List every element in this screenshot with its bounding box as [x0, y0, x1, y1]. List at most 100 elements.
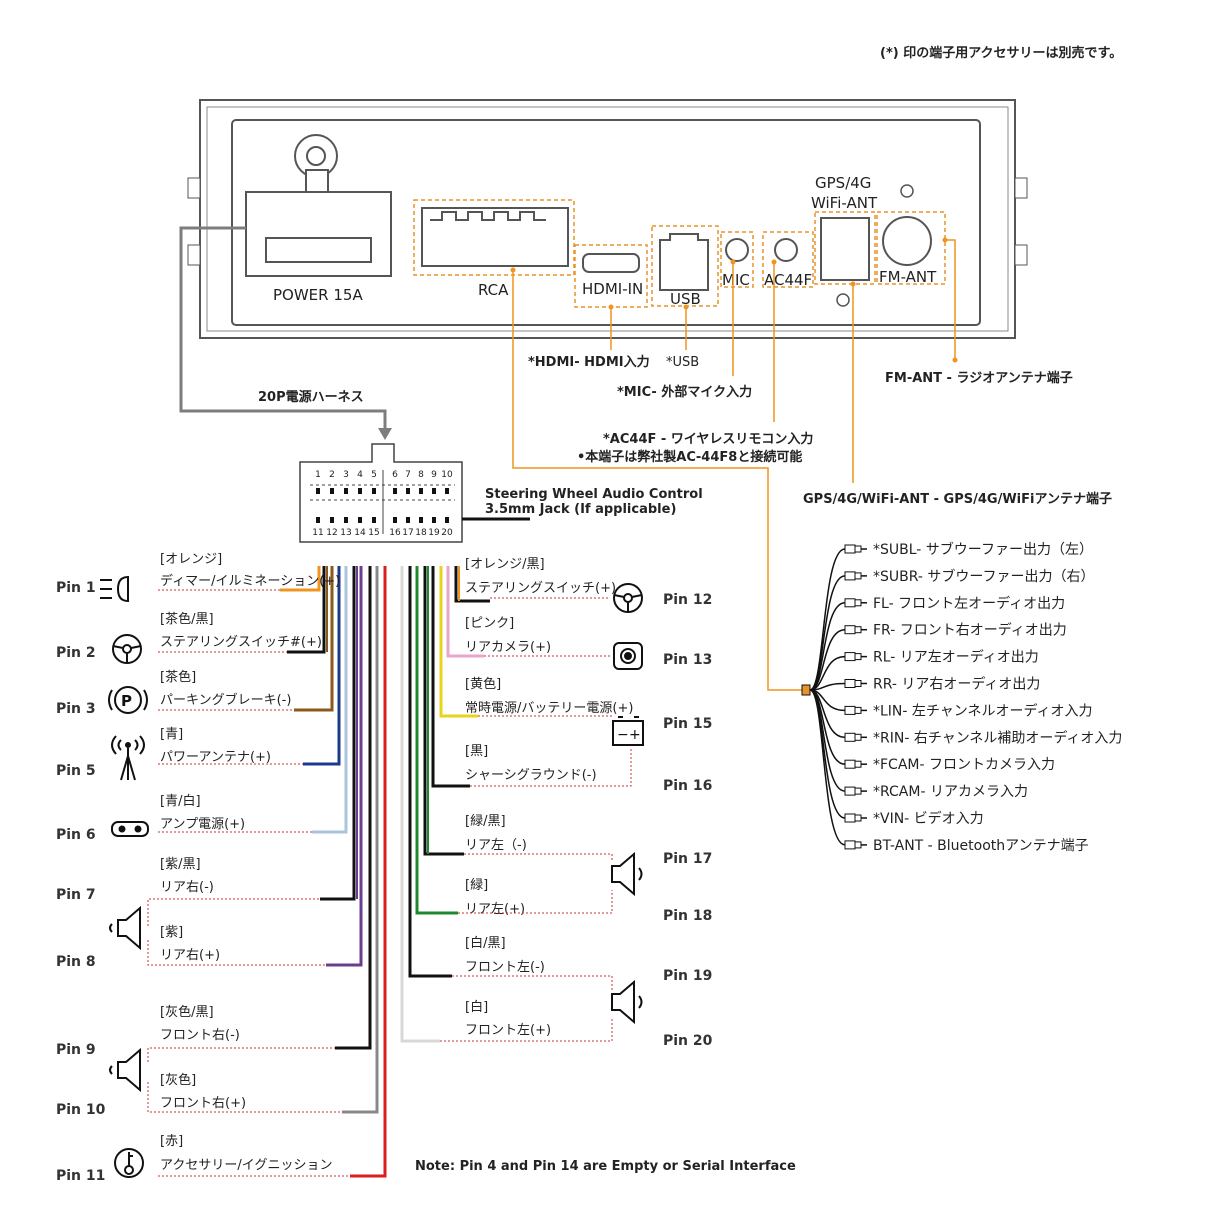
connector-pin-cavity	[432, 488, 436, 494]
connector-pin-cavity	[344, 488, 348, 494]
steering-wheel-icon	[613, 583, 643, 613]
pin-8-label: Pin 8	[56, 954, 96, 970]
connector-pin-number: 9	[431, 470, 437, 480]
pin-15-label: Pin 15	[663, 716, 712, 732]
connector-pin-cavity	[419, 488, 423, 494]
front-right-speaker-icon	[109, 1047, 141, 1093]
svg-text:P: P	[121, 692, 132, 710]
rca-port-box	[413, 199, 575, 276]
rca-breakout: *SUBL- サブウーファー出力（左）*SUBR- サブウーファー出力（右）FL…	[801, 541, 1122, 854]
pin-5-label: Pin 5	[56, 763, 96, 779]
ac44f-port-box	[762, 231, 814, 288]
pin-7-function: リア右(-)	[160, 880, 214, 895]
rca-plug-icon	[844, 598, 867, 608]
fm-callout: FM-ANT - ラジオアンテナ端子	[885, 370, 1073, 386]
pin-18-label: Pin 18	[663, 908, 712, 924]
pin-10-function: フロント右(+)	[160, 1096, 246, 1111]
connector-pin-cavity	[406, 488, 410, 494]
rca-output-label: *FCAM- フロントカメラ入力	[873, 757, 1055, 773]
pin-15-color: [黄色]	[465, 676, 501, 692]
rca-output-label: *RCAM- リアカメラ入力	[873, 784, 1028, 800]
amplifier-icon	[111, 821, 149, 837]
usb-port-label: USB	[670, 290, 701, 308]
pin-11-color: [赤]	[160, 1134, 183, 1149]
rca-plug-icon	[844, 732, 867, 742]
connector-pin-cavity	[316, 517, 320, 523]
pin-3-function: パーキングブレーキ(-)	[160, 692, 291, 708]
steering-wheel-icon	[112, 634, 142, 664]
rca-output-label: FR- フロント右オーディオ出力	[873, 622, 1067, 639]
rca-lead-wire	[809, 602, 846, 691]
rca-output-label: *SUBR- サブウーファー出力（右）	[873, 568, 1095, 585]
pin-20-label: Pin 20	[663, 1033, 713, 1049]
pin-1-function: ディマー/イルミネーション(+)	[160, 573, 340, 589]
headlight-icon	[100, 575, 129, 603]
ac44f-callout-2: •本端子は弊社製AC‐44F8と接続可能	[577, 449, 802, 465]
pin-15-function: 常時電源/バッテリー電源(+)	[465, 701, 633, 716]
ac44f-callout-1: *AC44F - ワイヤレスリモコン入力	[603, 431, 813, 447]
mic-callout: *MIC- 外部マイク入力	[617, 384, 752, 400]
svg-text:+: +	[629, 727, 641, 743]
connector-pin-cavity	[372, 488, 376, 494]
pin-3-label: Pin 3	[56, 701, 96, 717]
hdmi-port-label: HDMI-IN	[582, 280, 643, 298]
pin-10-color: [灰色]	[160, 1072, 196, 1088]
rca-plug-icon	[844, 705, 867, 715]
connector-pin-number: 19	[428, 528, 440, 538]
fm-port-label: FM-ANT	[879, 268, 937, 286]
connector-pin-number: 13	[340, 528, 351, 538]
pin-13-label: Pin 13	[663, 652, 712, 668]
pin-5-function: パワーアンテナ(+)	[160, 750, 271, 765]
pin-5-color: [青]	[160, 727, 183, 742]
mic-jack-icon	[725, 238, 749, 262]
connector-pin-cavity	[393, 517, 397, 523]
power-port-label: POWER 15A	[273, 286, 363, 304]
rca-plug-icon	[844, 679, 867, 688]
fm-antenna-jack-icon	[882, 216, 932, 266]
pin-7-color: [紫/黒]	[160, 857, 201, 872]
rca-lead-wire	[809, 689, 846, 846]
pin-8-color: [紫]	[160, 925, 183, 940]
pin-11-label: Pin 11	[56, 1168, 105, 1184]
connector-pin-number: 10	[441, 470, 453, 480]
pin-2-color: [茶色/黒]	[160, 611, 214, 627]
connector-pin-cavity	[344, 517, 348, 523]
connector-pin-cavity	[330, 488, 334, 494]
pin-2-function: ステアリングスイッチ#(+)	[160, 635, 322, 650]
connector-pin-cavity	[358, 517, 362, 523]
connector-pin-number: 1	[315, 470, 321, 480]
pin-9-color: [灰色/黒]	[160, 1004, 214, 1020]
rca-plug-icon	[844, 786, 867, 796]
pin-1-label: Pin 1	[56, 580, 96, 596]
gps-antenna-connector	[820, 217, 870, 281]
pin-12-color: [オレンジ/黒]	[465, 557, 545, 572]
pin-16-color: [黒]	[465, 744, 488, 759]
parking-brake-icon: P	[108, 686, 148, 714]
accessory-note: (*) 印の端子用アクセサリーは別売です。	[880, 45, 1122, 61]
rca-output-label: FL- フロント左オーディオ出力	[873, 595, 1065, 612]
pin-9-function: フロント右(-)	[160, 1028, 240, 1043]
rear-camera-icon	[613, 642, 643, 670]
right-pin-labels: Pin 12 [オレンジ/黒] ステアリングスイッチ(+) Pin 13 [ピン…	[440, 557, 713, 1049]
rca-output-label: RL- リア左オーディオ出力	[873, 649, 1039, 666]
pin-12-function: ステアリングスイッチ(+)	[465, 581, 616, 596]
connector-pin-number: 8	[418, 470, 424, 480]
pin-20-function: フロント左(+)	[465, 1023, 551, 1038]
pin-10-label: Pin 10	[56, 1102, 106, 1118]
rca-output-label: *LIN- 左チャンネルオーディオ入力	[873, 702, 1093, 719]
rca-plug-icon	[844, 840, 867, 850]
harness-label: 20P電源ハーネス	[258, 389, 364, 405]
rca-output-label: BT-ANT - Bluetoothアンテナ端子	[873, 838, 1089, 854]
usb-callout: *USB	[666, 355, 699, 370]
connector-pin-number: 2	[329, 470, 335, 480]
connector-pin-number: 20	[441, 528, 453, 538]
pin-3-color: [茶色]	[160, 669, 196, 685]
pin-1-color: [オレンジ]	[160, 552, 222, 567]
gps-callout: GPS/4G/WiFi-ANT - GPS/4G/WiFiアンテナ端子	[803, 491, 1112, 507]
right-wires	[400, 566, 490, 1043]
pin-6-color: [青/白]	[160, 793, 201, 809]
usb-port-icon	[659, 233, 709, 291]
